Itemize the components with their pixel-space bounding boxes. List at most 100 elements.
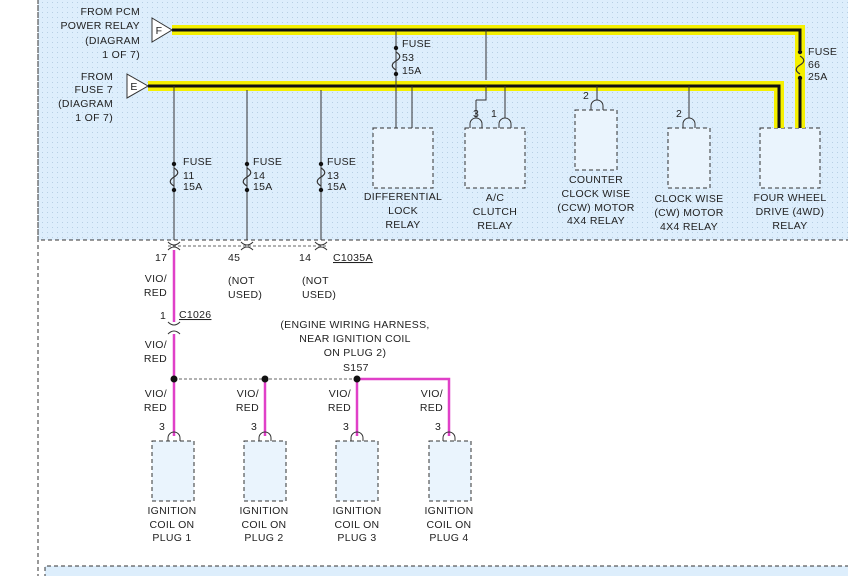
svg-text:CLOCK WISE: CLOCK WISE bbox=[655, 193, 724, 205]
four-wheel-drive-relay-label: FOUR WHEEL DRIVE (4WD) RELAY bbox=[753, 192, 826, 232]
svg-text:RELAY: RELAY bbox=[385, 219, 420, 231]
connector-c1035a bbox=[167, 241, 328, 251]
svg-text:RED: RED bbox=[328, 402, 351, 414]
svg-text:4X4 RELAY: 4X4 RELAY bbox=[567, 215, 625, 227]
connector-f: F bbox=[151, 17, 173, 43]
svg-text:VIO/: VIO/ bbox=[145, 339, 167, 351]
svg-text:CLUTCH: CLUTCH bbox=[473, 206, 517, 218]
plug-4-pin: 3 bbox=[435, 421, 441, 433]
coil-plug-4-label: IGNITION COIL ON PLUG 4 bbox=[424, 505, 473, 544]
svg-text:PLUG 1: PLUG 1 bbox=[152, 532, 191, 544]
coil-plug-2-label: IGNITION COIL ON PLUG 2 bbox=[239, 505, 288, 544]
svg-text:RELAY: RELAY bbox=[477, 220, 512, 232]
svg-text:FUSE 7: FUSE 7 bbox=[74, 84, 113, 96]
svg-text:RED: RED bbox=[144, 287, 167, 299]
cw-pin-2: 2 bbox=[676, 108, 682, 120]
svg-text:15A: 15A bbox=[402, 65, 422, 77]
svg-text:NEAR IGNITION COIL: NEAR IGNITION COIL bbox=[299, 333, 411, 345]
svg-text:VIO/: VIO/ bbox=[237, 388, 259, 400]
svg-text:RED: RED bbox=[144, 353, 167, 365]
svg-text:(CW) MOTOR: (CW) MOTOR bbox=[654, 207, 723, 219]
svg-text:PLUG 4: PLUG 4 bbox=[429, 532, 468, 544]
ccw-motor-relay-label: COUNTER CLOCK WISE (CCW) MOTOR 4X4 RELAY bbox=[557, 174, 634, 227]
svg-text:RED: RED bbox=[236, 402, 259, 414]
svg-text:(DIAGRAM: (DIAGRAM bbox=[85, 35, 140, 47]
differential-lock-relay-label: DIFFERENTIAL LOCK RELAY bbox=[364, 191, 442, 231]
differential-lock-relay bbox=[372, 127, 434, 189]
svg-text:USED): USED) bbox=[302, 289, 336, 301]
cw-motor-relay bbox=[667, 127, 711, 189]
svg-text:FUSE: FUSE bbox=[183, 156, 212, 168]
svg-text:1 OF 7): 1 OF 7) bbox=[75, 112, 113, 124]
c1035a-pin-17: 17 bbox=[155, 252, 167, 264]
svg-text:POWER RELAY: POWER RELAY bbox=[60, 20, 140, 32]
bottom-panel bbox=[44, 565, 848, 576]
svg-text:CLOCK WISE: CLOCK WISE bbox=[562, 188, 631, 200]
svg-text:RED: RED bbox=[144, 402, 167, 414]
svg-text:13: 13 bbox=[327, 170, 339, 182]
svg-text:VIO/: VIO/ bbox=[145, 273, 167, 285]
ac-clutch-relay bbox=[464, 127, 526, 189]
svg-text:RED: RED bbox=[420, 402, 443, 414]
svg-text:15A: 15A bbox=[253, 181, 273, 193]
c1026-label: C1026 bbox=[179, 309, 211, 321]
ccw-motor-relay bbox=[574, 109, 618, 171]
svg-text:4X4 RELAY: 4X4 RELAY bbox=[660, 221, 718, 233]
fuse-66-label: FUSE 66 25A bbox=[808, 46, 837, 83]
svg-text:COIL ON: COIL ON bbox=[242, 519, 287, 531]
ignition-coil-plug-2 bbox=[243, 440, 287, 502]
fuse-53-label: FUSE 53 15A bbox=[402, 38, 431, 77]
wire-color-plug-4: VIO/ RED bbox=[420, 388, 443, 414]
svg-text:COIL ON: COIL ON bbox=[150, 519, 195, 531]
plug-3-pin: 3 bbox=[343, 421, 349, 433]
svg-text:IGNITION: IGNITION bbox=[424, 505, 473, 517]
svg-text:COIL ON: COIL ON bbox=[335, 519, 380, 531]
svg-text:PLUG 3: PLUG 3 bbox=[337, 532, 376, 544]
svg-text:RELAY: RELAY bbox=[772, 220, 807, 232]
pin-14-not-used: (NOT USED) bbox=[302, 275, 336, 301]
plug-1-pin: 3 bbox=[159, 421, 165, 433]
connector-c1026 bbox=[167, 321, 181, 335]
svg-text:VIO/: VIO/ bbox=[329, 388, 351, 400]
svg-text:ON PLUG 2): ON PLUG 2) bbox=[324, 347, 387, 359]
four-wheel-drive-relay bbox=[759, 127, 821, 189]
fuse-11-symbol bbox=[169, 167, 179, 187]
svg-text:53: 53 bbox=[402, 52, 414, 64]
fuse-13-label: FUSE 13 15A bbox=[327, 156, 356, 193]
bus-e bbox=[148, 84, 781, 128]
wire-color-17: VIO/ RED bbox=[144, 273, 167, 299]
coil-plug-3-label: IGNITION COIL ON PLUG 3 bbox=[332, 505, 381, 544]
svg-text:14: 14 bbox=[253, 170, 265, 182]
connector-f-letter: F bbox=[156, 25, 163, 37]
svg-text:VIO/: VIO/ bbox=[421, 388, 443, 400]
svg-text:(ENGINE WIRING HARNESS,: (ENGINE WIRING HARNESS, bbox=[280, 319, 429, 331]
plug-2-pin: 3 bbox=[251, 421, 257, 433]
svg-text:PLUG 2: PLUG 2 bbox=[244, 532, 283, 544]
svg-text:VIO/: VIO/ bbox=[145, 388, 167, 400]
svg-text:FROM: FROM bbox=[81, 71, 113, 83]
ignition-coil-plug-3 bbox=[335, 440, 379, 502]
vio-red-wires bbox=[172, 250, 451, 436]
ignition-coil-plug-4 bbox=[428, 440, 472, 502]
cw-motor-relay-label: CLOCK WISE (CW) MOTOR 4X4 RELAY bbox=[654, 193, 723, 233]
fuse-14-label: FUSE 14 15A bbox=[253, 156, 282, 193]
pin-45-not-used: (NOT USED) bbox=[228, 275, 262, 301]
svg-text:IGNITION: IGNITION bbox=[147, 505, 196, 517]
ac-clutch-relay-label: A/C CLUTCH RELAY bbox=[473, 192, 517, 232]
wire-color-plug-3: VIO/ RED bbox=[328, 388, 351, 414]
svg-text:FUSE: FUSE bbox=[253, 156, 282, 168]
svg-text:FOUR WHEEL: FOUR WHEEL bbox=[753, 192, 826, 204]
svg-text:LOCK: LOCK bbox=[388, 205, 418, 217]
wire-color-plug-1: VIO/ RED bbox=[144, 388, 167, 414]
svg-text:25A: 25A bbox=[808, 71, 828, 83]
ac-pin-3: 3 bbox=[473, 108, 479, 120]
splice-note: (ENGINE WIRING HARNESS, NEAR IGNITION CO… bbox=[280, 319, 429, 359]
svg-text:COIL ON: COIL ON bbox=[427, 519, 472, 531]
svg-text:USED): USED) bbox=[228, 289, 262, 301]
svg-text:(DIAGRAM: (DIAGRAM bbox=[58, 98, 113, 110]
fuse-53-symbol bbox=[391, 51, 401, 71]
svg-text:15A: 15A bbox=[327, 181, 347, 193]
connector-e-letter: E bbox=[130, 81, 137, 93]
c1035a-pin-14: 14 bbox=[299, 252, 311, 264]
